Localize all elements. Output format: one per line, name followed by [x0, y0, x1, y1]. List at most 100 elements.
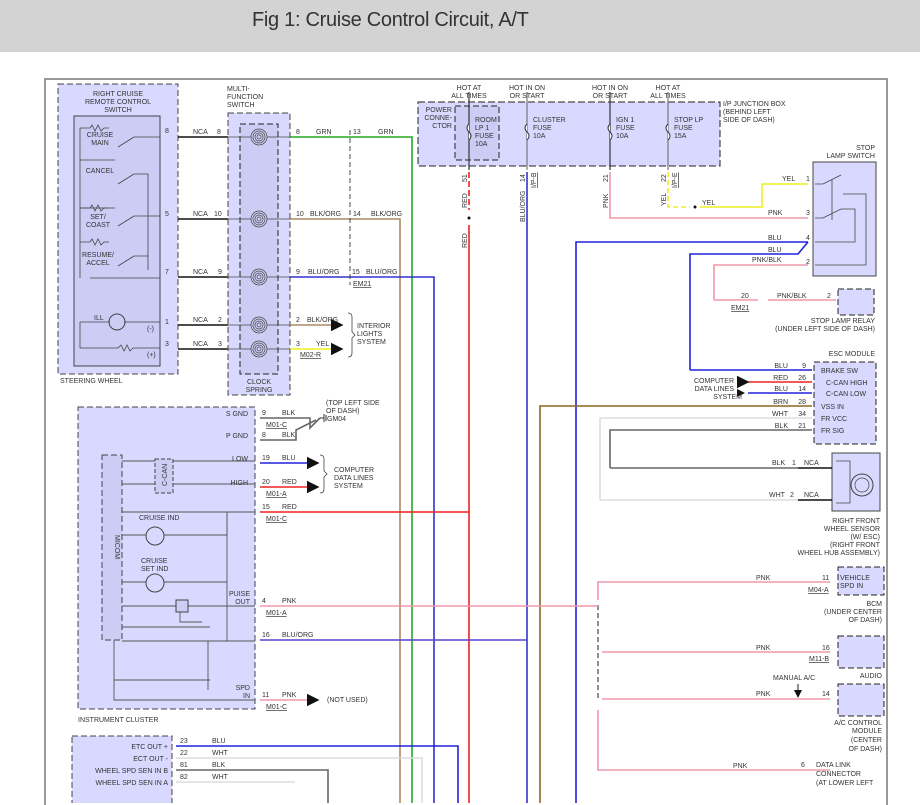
stop-lamp-switch-title: STOP	[856, 145, 875, 152]
wire-color-label: RED	[282, 504, 297, 511]
pin-label: 14	[353, 211, 361, 218]
wire-wht-ect	[176, 757, 423, 803]
wire-grn	[290, 136, 413, 803]
switch-internals	[79, 124, 160, 352]
pin-label: 9	[262, 410, 266, 417]
junction-box-title: SIDE OF DASH)	[723, 117, 775, 124]
pin-label: 51	[462, 174, 469, 182]
mfs-title-3: SWITCH	[227, 102, 255, 109]
wire-color-label: BLK	[772, 460, 786, 467]
nca-wires	[178, 136, 228, 350]
fuse-icon	[466, 123, 472, 141]
fuse-name-label: LP 1	[475, 125, 489, 132]
wire-blu-org	[290, 276, 435, 803]
clock-spring-label-2: SPRING	[246, 387, 273, 394]
connector-label: M01-C	[266, 516, 287, 523]
stop-lamp-relay-box	[837, 288, 875, 316]
pin-label: 14	[822, 691, 830, 698]
wire-color-label: BLU	[212, 738, 226, 745]
wheel-sensor-title: (RIGHT FRONT	[830, 542, 881, 549]
pin-label: 8	[296, 129, 300, 136]
clock-spring-coil-icon	[256, 274, 262, 280]
bcm-box	[837, 566, 885, 596]
fuse-name-label: IGN 1	[616, 117, 634, 124]
cluster-wires	[260, 417, 598, 707]
clock-spring-coil-icon	[252, 212, 266, 226]
wire-color-label: RED	[282, 479, 297, 486]
arrow-icon	[737, 378, 745, 397]
clock-spring-coil-icon	[256, 322, 262, 328]
pin-label: 22	[661, 174, 668, 182]
wire-color-label: BRN	[773, 399, 788, 406]
wire-color-label: PNK/BLK	[752, 257, 782, 264]
bcm-pin-label: SPD IN	[840, 583, 863, 590]
fuse-icon	[607, 123, 613, 141]
wire-color-label: PNK	[768, 210, 783, 217]
switch-label-coast: COAST	[86, 222, 111, 229]
stop-switch-internals	[815, 174, 867, 266]
ac-title: A/C CONTROL	[834, 720, 882, 727]
ecm-pin-function: ECT OUT -	[133, 756, 168, 763]
esc-pin-function: BRAKE SW	[821, 368, 858, 375]
pin-label: 28	[798, 399, 806, 406]
clock-spring-coil-icon	[252, 130, 266, 144]
pin-label: 4	[262, 598, 266, 605]
relay-title: STOP LAMP RELAY	[811, 318, 875, 325]
pin-label: 11	[262, 692, 269, 699]
wire-color-label: YEL	[782, 176, 795, 183]
esc-module-group: ESC MODULE COMPUTER DATA LINES SYSTEM BL…	[539, 351, 877, 803]
wire-pnk-bcm	[597, 581, 830, 600]
pin-label: 9	[802, 363, 806, 370]
not-used-label: (NOT USED)	[327, 697, 368, 704]
pin-label: 14	[520, 174, 527, 182]
power-connector-box	[454, 105, 500, 161]
junction-box-group: POWER CONNE- CTOR I/P JUNCTION BOX (BEHI…	[417, 85, 786, 170]
fuse-icon	[524, 123, 530, 141]
cruise-switch-box	[73, 115, 161, 367]
cluster-pin-function: HIGH	[231, 480, 249, 487]
wire-color-label: BLK	[282, 432, 296, 439]
wire-color-label: GRN	[378, 129, 394, 136]
figure-title: Fig 1: Cruise Control Circuit, A/T	[252, 9, 529, 31]
connector-label: M01-C	[266, 422, 287, 429]
fuse-hot-label: OR START	[593, 93, 628, 100]
esc-pin-function: FR SIG	[821, 428, 844, 435]
pin-label: 1	[792, 460, 796, 467]
wire-blk-pgnd	[260, 419, 317, 441]
cruise-set-ind-label: CRUISE	[141, 558, 168, 565]
steering-wheel-label: STEERING WHEEL	[60, 378, 123, 385]
stop-lamp-switch-title: LAMP SWITCH	[827, 153, 876, 160]
pnk-bus	[597, 581, 830, 771]
switch-label-main: MAIN	[91, 140, 109, 147]
nca-label: NCA	[193, 341, 208, 348]
fuse-name-label: ROOM	[475, 117, 497, 124]
cs-in-pin: 10	[214, 211, 222, 218]
fuse-icon	[665, 123, 671, 141]
ecm-pin-function: WHEEL SPD SEN IN B	[95, 768, 168, 775]
dlc-title: (AT LOWER LEFT	[816, 780, 874, 787]
switch-label-cancel: CANCEL	[86, 168, 115, 175]
fuse-hot-label: ALL TIMES	[650, 93, 686, 100]
nca-label: NCA	[193, 211, 208, 218]
data-lines-label: SYSTEM	[334, 483, 363, 490]
pin-label: 10	[296, 211, 304, 218]
sw-pin-1: 1	[165, 319, 169, 326]
wire-color-label: WHT	[769, 492, 786, 499]
wheel-sensor-title: (W/ ESC)	[850, 534, 880, 541]
interior-label: SYSTEM	[357, 339, 386, 346]
c-can-box	[154, 458, 174, 494]
ac-title: MODULE	[852, 728, 882, 735]
ac-title: OF DASH)	[849, 746, 882, 753]
connector-label: M01-C	[266, 704, 287, 711]
connector-label: M02-R	[300, 352, 321, 359]
sw-pin-5: 5	[165, 211, 169, 218]
wire-color-label: BLU	[768, 247, 782, 254]
brace	[319, 454, 328, 494]
clock-spring-coil-icon	[254, 320, 264, 330]
stop-lamp-switch-box	[812, 161, 877, 277]
pin-label: 6	[801, 762, 805, 769]
pin-label: 82	[180, 774, 188, 781]
